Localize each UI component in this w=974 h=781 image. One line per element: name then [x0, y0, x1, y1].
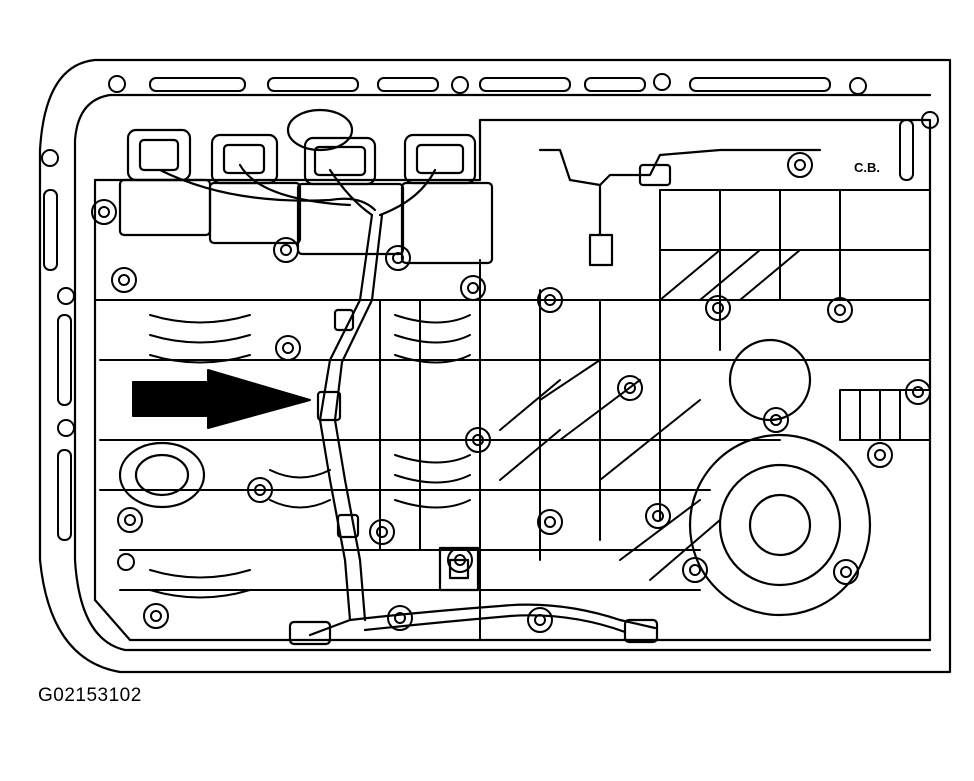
bolt-icon	[527, 607, 553, 633]
pan-inner-flange	[73, 93, 932, 652]
solenoid-row	[118, 108, 494, 265]
bolt-icon	[787, 152, 813, 178]
bolt-icon	[387, 605, 413, 631]
hole	[57, 419, 75, 437]
bolt-icon	[905, 379, 931, 405]
harness-clip	[336, 513, 360, 539]
bolt-icon	[247, 477, 273, 503]
bolt-icon	[763, 407, 789, 433]
bolt-icon	[117, 507, 143, 533]
bolt-icon	[682, 557, 708, 583]
bolt-icon	[273, 237, 299, 263]
left-bore	[118, 441, 206, 509]
hole	[653, 73, 671, 91]
wiring-harness	[158, 163, 659, 646]
bolt-icon	[617, 375, 643, 401]
hole	[849, 77, 867, 95]
bolt-icon	[833, 559, 859, 585]
bolt-icon	[111, 267, 137, 293]
bolt-icon	[369, 519, 395, 545]
spool-bores	[149, 314, 471, 599]
perimeter-slots	[43, 77, 914, 541]
hole	[57, 287, 75, 305]
solenoid	[118, 128, 212, 237]
valve-body-casting	[93, 118, 932, 642]
bolt-icon	[537, 509, 563, 535]
bolt-icon	[460, 275, 486, 301]
manual-valve-linkage	[538, 148, 822, 267]
bolt-icon	[645, 503, 671, 529]
right-ribbed-section	[839, 389, 931, 441]
pan-outline	[38, 58, 952, 674]
figure-id: G02153102	[38, 685, 142, 706]
bolt-icon	[537, 287, 563, 313]
harness-clip	[333, 308, 355, 332]
bolt-icon	[867, 442, 893, 468]
connector	[623, 618, 659, 644]
bolt-icon	[143, 603, 169, 629]
hole	[108, 75, 126, 93]
connector	[288, 620, 332, 646]
perimeter-bolt-holes	[41, 73, 939, 571]
stamp-label: C.B.	[854, 160, 880, 175]
bolt-icon	[705, 295, 731, 321]
diagonal-ribs	[499, 249, 801, 581]
hole	[41, 149, 59, 167]
solenoid	[208, 133, 302, 245]
bolt-icon	[827, 297, 853, 323]
hole	[451, 76, 469, 94]
solenoid	[286, 108, 405, 256]
harness-bracket	[438, 546, 480, 592]
solenoid	[400, 133, 494, 265]
bolt-icon	[275, 335, 301, 361]
arrow-right-icon	[132, 369, 311, 429]
bolt-icon	[385, 245, 411, 271]
hole	[117, 553, 135, 571]
accumulator-piston	[688, 338, 872, 617]
harness-clip	[316, 390, 342, 422]
bolt-icon	[91, 199, 117, 225]
bolt-icon	[465, 427, 491, 453]
